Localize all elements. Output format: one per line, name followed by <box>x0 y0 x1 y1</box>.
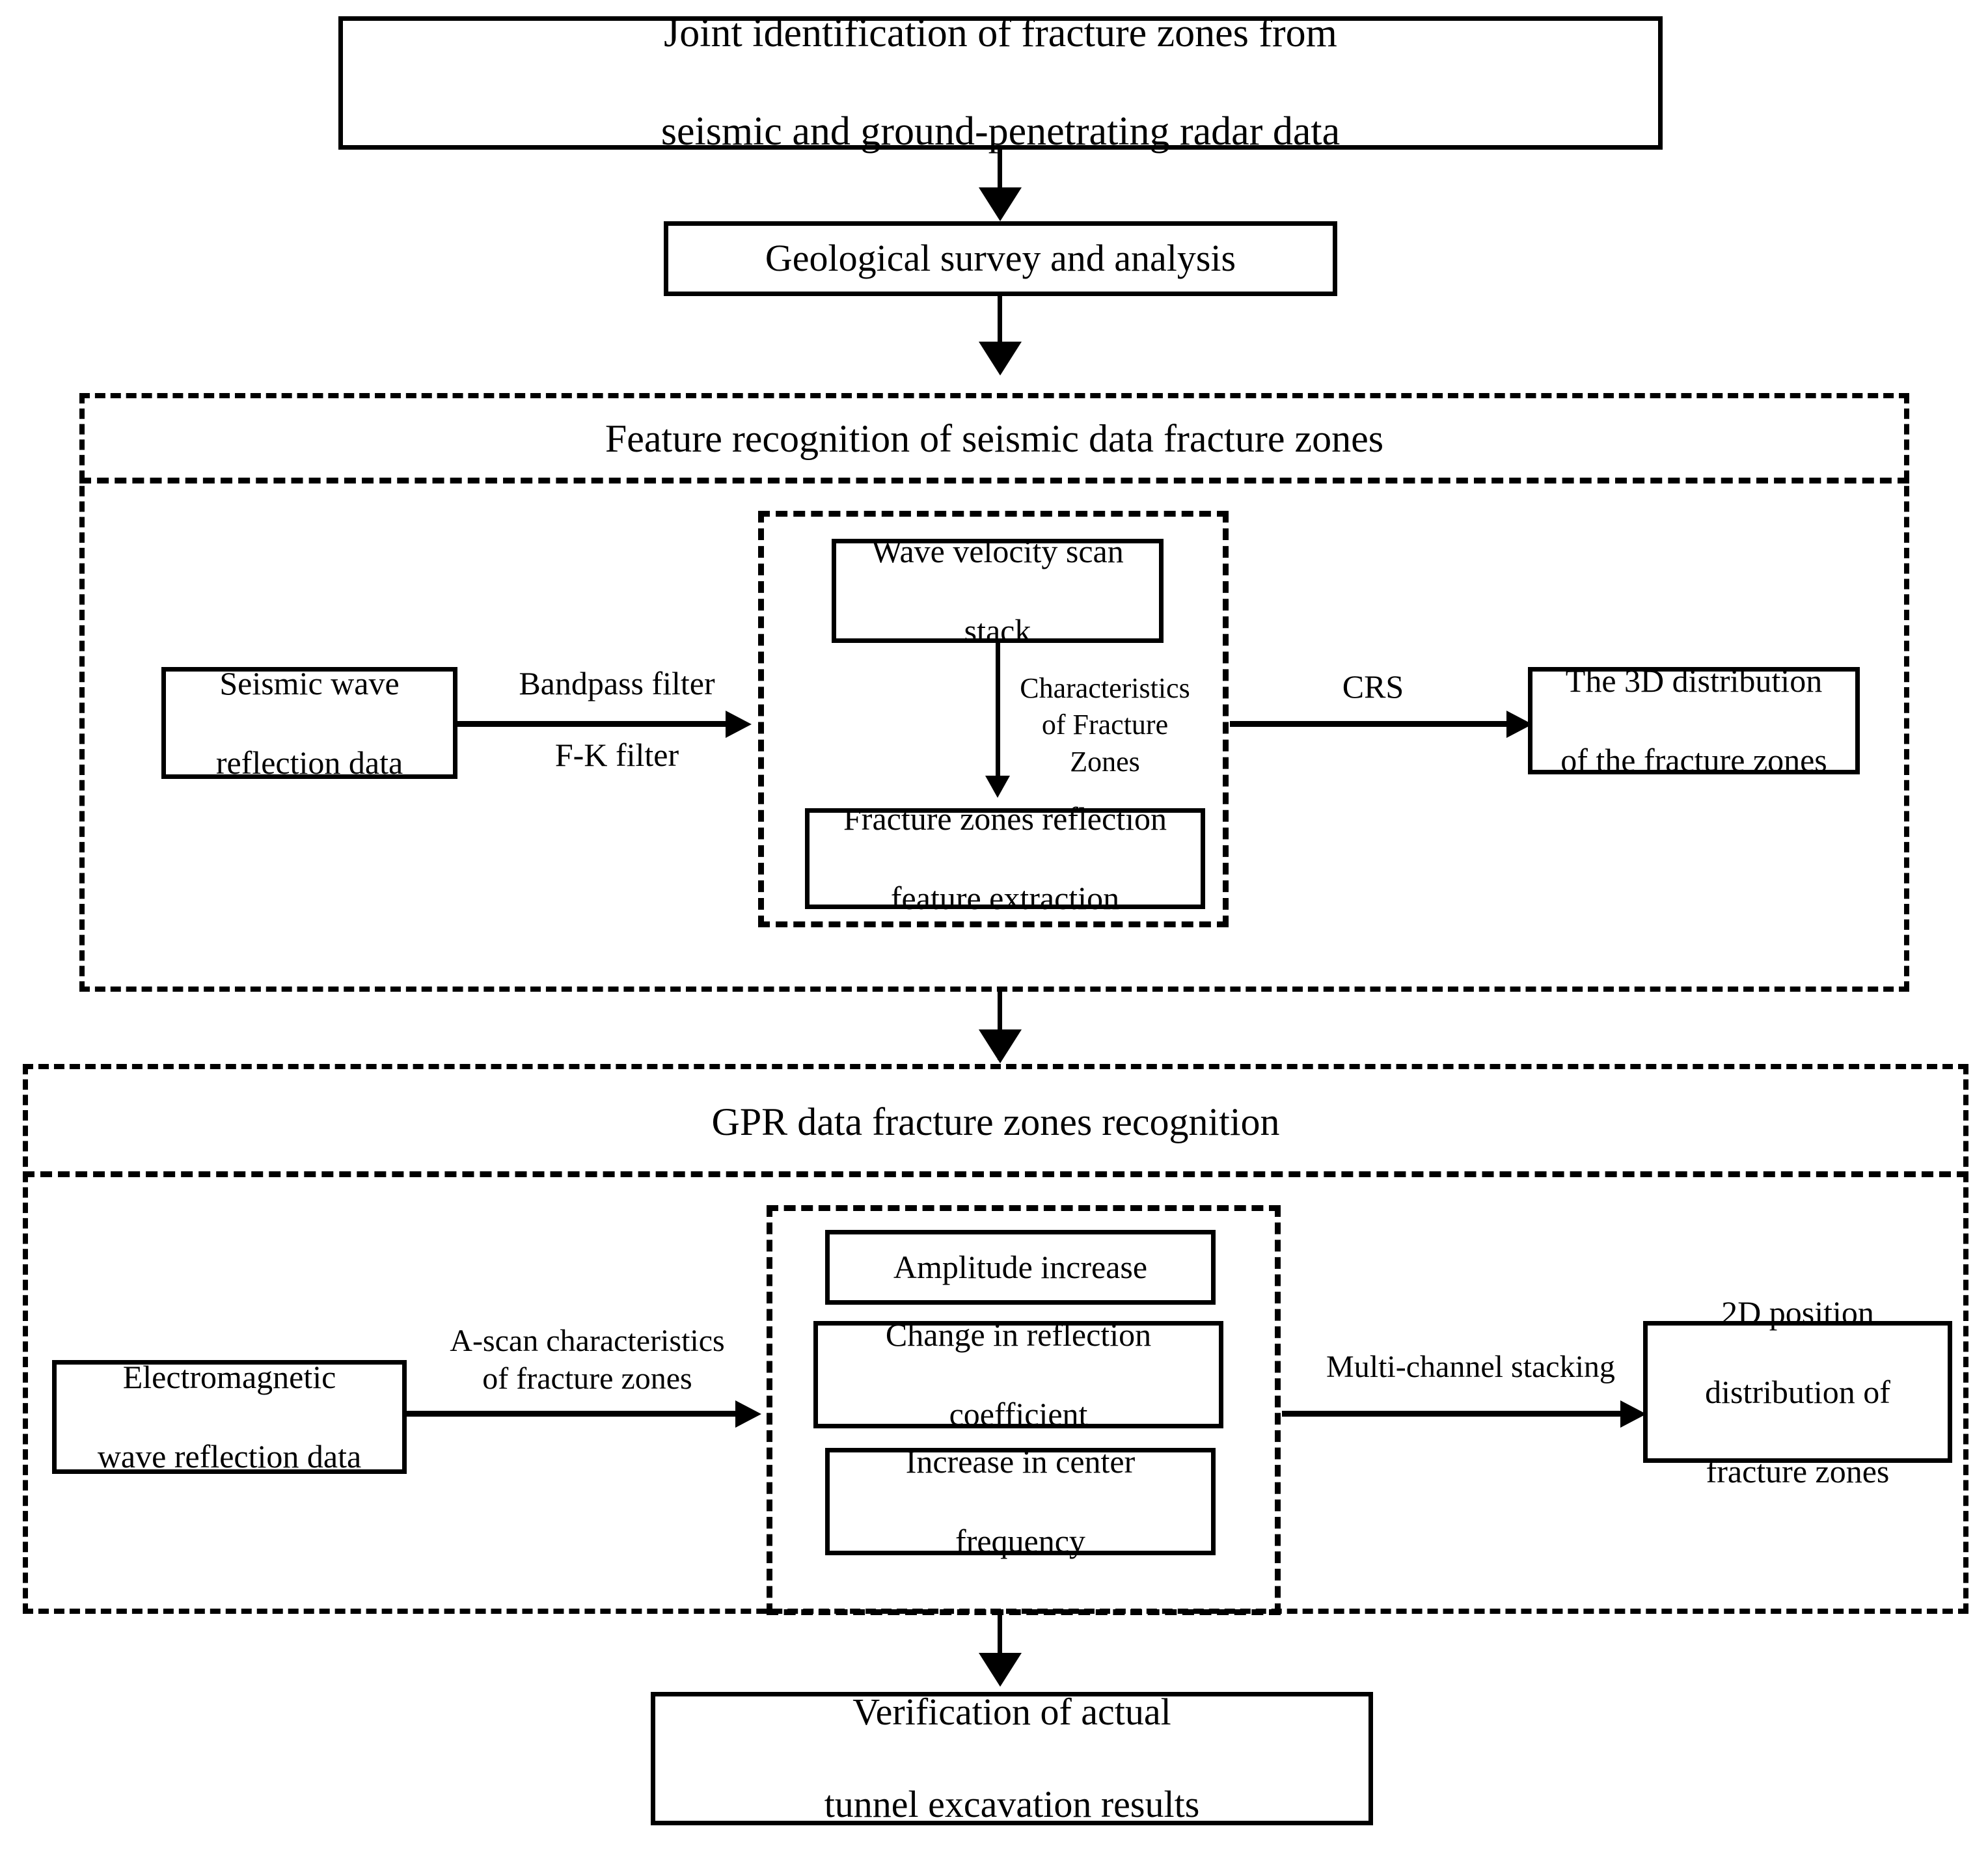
gpr-group-header-divider <box>23 1171 1968 1177</box>
seismic-input-line2: reflection data <box>215 744 403 781</box>
wave-velocity-scan-stack-box: Wave velocity scan stack <box>832 533 1164 649</box>
arrowhead-seismic-to-gpr <box>979 1029 1022 1063</box>
three-d-distribution-box: The 3D distribution of the fracture zone… <box>1528 662 1860 778</box>
gpr-inner-dashed-group <box>767 1205 1281 1615</box>
verification-box: Verification of actual tunnel excavation… <box>651 1691 1373 1825</box>
arrowhead-wave-velocity-to-feature-extraction <box>985 776 1010 798</box>
wave-velocity-line2: stack <box>964 612 1031 649</box>
increase-in-center-frequency-box: Increase in center frequency <box>825 1443 1216 1559</box>
seismic-filter-label-line1: Bandpass filter <box>519 665 715 701</box>
gpr-output-line3: fracture zones <box>1706 1452 1890 1490</box>
title-box: Joint identification of fracture zones f… <box>338 11 1663 154</box>
title-box-line1: Joint identification of fracture zones f… <box>664 11 1337 56</box>
feature-extraction-line2: feature extraction <box>890 880 1120 916</box>
geological-survey-box: Geological survey and analysis <box>664 221 1337 296</box>
fracture-zones-reflection-feature-extraction-box: Fracture zones reflection feature extrac… <box>805 800 1205 916</box>
gpr-output-line1: 2D position <box>1721 1294 1874 1331</box>
verification-line2: tunnel excavation results <box>824 1782 1200 1825</box>
seismic-input-line1: Seismic wave <box>219 664 400 701</box>
connector-inner-to-3d-distribution <box>1230 721 1506 727</box>
connector-gpr-inner-to-output <box>1282 1411 1620 1417</box>
inner-edge-line3: Zones <box>1070 745 1140 778</box>
arrowhead-gpr-to-verification <box>979 1653 1022 1687</box>
arrowhead-seismic-input-to-inner <box>726 711 752 738</box>
two-d-position-distribution-box: 2D position distribution of fracture zon… <box>1643 1294 1952 1490</box>
reflection-coefficient-line1: Change in reflection <box>885 1316 1152 1353</box>
seismic-wave-reflection-data-box: Seismic wave reflection data <box>161 664 457 781</box>
gpr-input-line2: wave reflection data <box>97 1438 362 1475</box>
center-frequency-line2: frequency <box>955 1523 1085 1559</box>
change-in-reflection-coefficient-box: Change in reflection coefficient <box>813 1316 1223 1432</box>
amplitude-increase-box: Amplitude increase <box>825 1230 1216 1305</box>
arrowhead-title-to-geological <box>979 187 1022 221</box>
arrowhead-geological-to-seismic <box>979 342 1022 375</box>
wave-velocity-line1: Wave velocity scan <box>871 532 1124 569</box>
connector-gpr-input-to-inner <box>407 1411 735 1417</box>
gpr-output-line2: distribution of <box>1705 1373 1890 1410</box>
a-scan-characteristics-label: A-scan characteristics of fracture zones <box>410 1322 765 1397</box>
connector-seismic-input-to-inner <box>457 721 726 727</box>
seismic-filter-label-line2: F-K filter <box>554 737 679 773</box>
electromagnetic-wave-reflection-data-box: Electromagnetic wave reflection data <box>52 1359 407 1475</box>
inner-edge-line2: of Fracture <box>1041 709 1169 741</box>
verification-line1: Verification of actual <box>852 1691 1171 1734</box>
reflection-coefficient-line2: coefficient <box>949 1396 1088 1432</box>
characteristics-of-fracture-zones-label: Characteristics of Fracture Zones <box>1007 670 1203 780</box>
connector-gpr-to-verification <box>998 1614 1002 1676</box>
gpr-edge-in-line1: A-scan characteristics <box>450 1324 725 1358</box>
seismic-inner-dashed-group <box>758 511 1229 927</box>
connector-geological-to-seismic <box>998 296 1002 361</box>
seismic-feature-recognition-group <box>79 393 1909 992</box>
geological-survey-label: Geological survey and analysis <box>765 237 1236 280</box>
gpr-input-line1: Electromagnetic <box>122 1359 336 1395</box>
connector-wave-velocity-to-feature-extraction <box>996 643 1000 776</box>
seismic-group-title: Feature recognition of seismic data frac… <box>605 417 1384 460</box>
title-box-line2: seismic and ground-penetrating radar dat… <box>660 109 1341 154</box>
amplitude-increase-label: Amplitude increase <box>893 1249 1148 1285</box>
multi-channel-stacking-label: Multi-channel stacking <box>1326 1350 1615 1384</box>
feature-extraction-line1: Fracture zones reflection <box>843 800 1167 837</box>
crs-label: CRS <box>1342 668 1404 705</box>
seismic-output-line2: of the fracture zones <box>1560 742 1827 778</box>
center-frequency-line1: Increase in center <box>905 1443 1136 1480</box>
seismic-output-line1: The 3D distribution <box>1565 662 1823 699</box>
arrowhead-gpr-input-to-inner <box>735 1400 761 1428</box>
connector-seismic-to-gpr <box>998 992 1002 1060</box>
gpr-group-title: GPR data fracture zones recognition <box>711 1100 1280 1143</box>
inner-edge-line1: Characteristics <box>1020 672 1190 704</box>
connector-title-to-geological <box>998 150 1002 205</box>
gpr-edge-in-line2: of fracture zones <box>482 1361 692 1396</box>
arrowhead-gpr-inner-to-output <box>1620 1400 1646 1428</box>
seismic-group-header-divider <box>79 478 1909 483</box>
